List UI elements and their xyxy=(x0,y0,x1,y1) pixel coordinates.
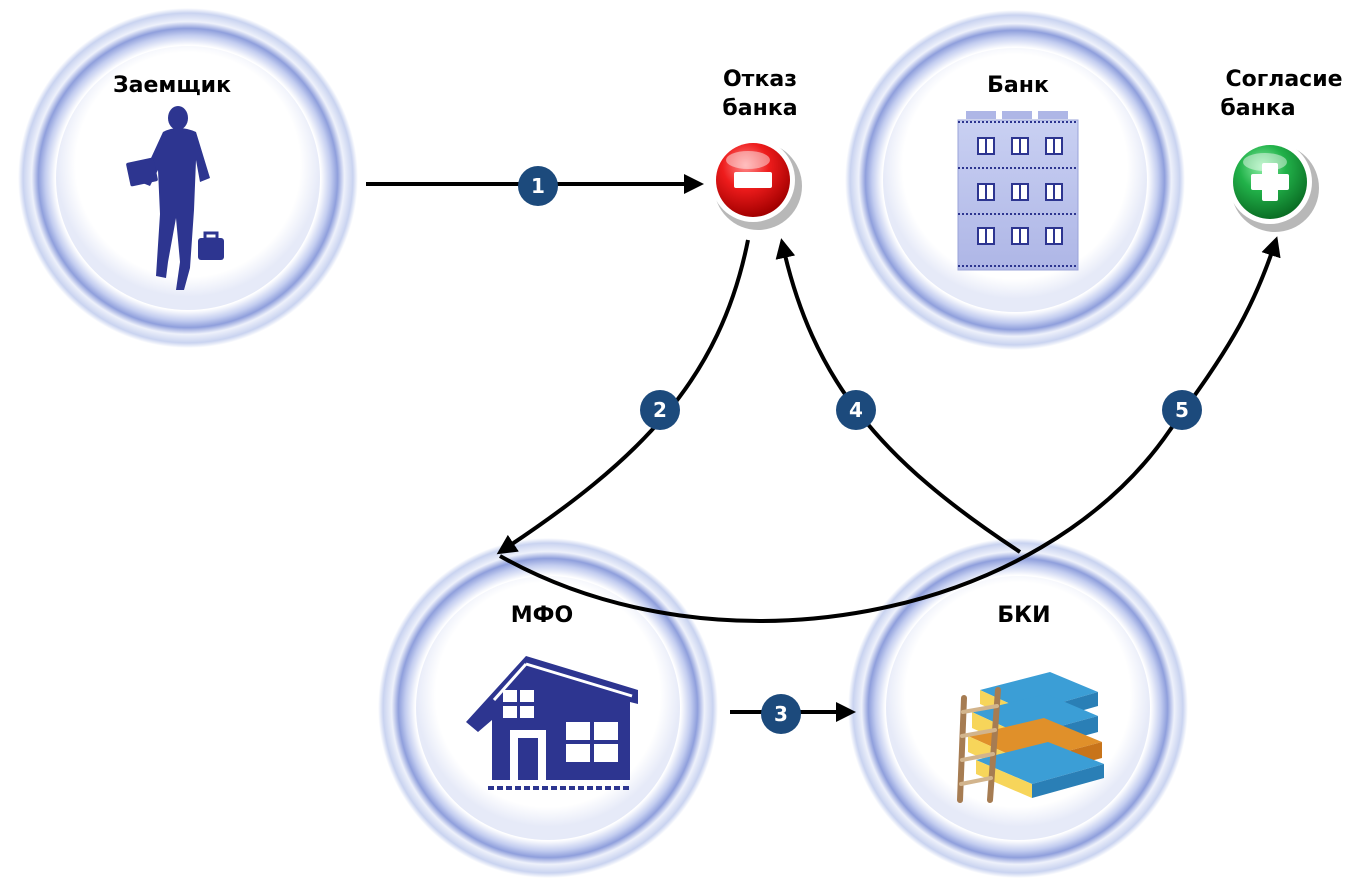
arrow-5 xyxy=(499,236,1281,623)
books-with-ladder-icon xyxy=(957,672,1104,803)
bank-label: Банк xyxy=(987,73,1049,98)
house-icon xyxy=(466,656,638,790)
refusal-node: Отказ банка xyxy=(711,67,802,230)
step-badge-2: 2 xyxy=(640,390,680,430)
bki-node: БКИ xyxy=(848,538,1188,878)
svg-text:3: 3 xyxy=(774,702,788,726)
step-badge-4: 4 xyxy=(836,390,876,430)
svg-text:4: 4 xyxy=(849,398,863,422)
refusal-label-line1: Отказ xyxy=(723,67,797,92)
refusal-label-line2: банка xyxy=(722,96,797,121)
bank-node: Банк xyxy=(845,10,1185,350)
businessman-silhouette-icon xyxy=(126,106,224,290)
approval-label-line1: Согласие xyxy=(1225,67,1342,92)
step-badge-5: 5 xyxy=(1162,390,1202,430)
plus-circle-icon xyxy=(1228,140,1319,232)
approval-node: Согласие банка xyxy=(1220,67,1343,232)
mfo-label: МФО xyxy=(511,603,573,628)
arrow-2 xyxy=(496,239,750,555)
approval-label-line2: банка xyxy=(1220,96,1295,121)
bki-label: БКИ xyxy=(997,603,1050,628)
svg-text:2: 2 xyxy=(653,398,667,422)
borrower-label: Заемщик xyxy=(113,73,231,98)
svg-text:5: 5 xyxy=(1175,398,1189,422)
step-badge-3: 3 xyxy=(761,694,801,734)
bank-building-icon xyxy=(957,111,1079,271)
svg-text:1: 1 xyxy=(531,174,545,198)
step-badge-1: 1 xyxy=(518,166,558,206)
borrower-node: Заемщик xyxy=(18,8,358,348)
minus-circle-icon xyxy=(711,138,802,230)
mfo-node: МФО xyxy=(378,538,718,878)
